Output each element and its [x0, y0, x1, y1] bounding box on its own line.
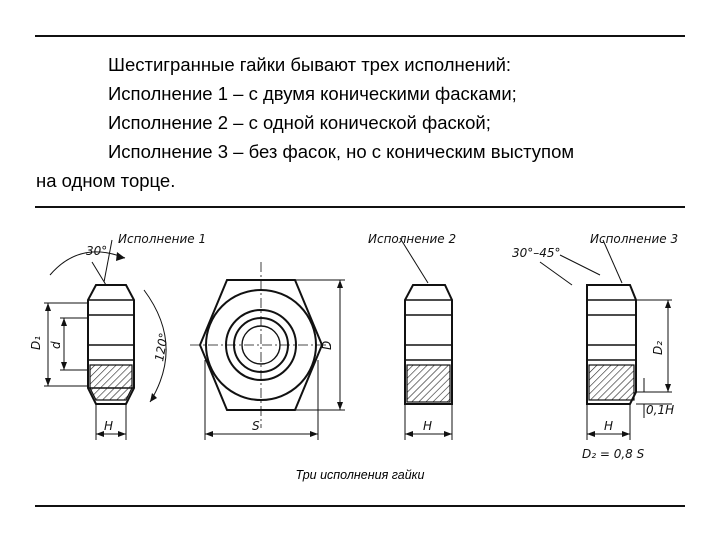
- nut-variant-1: Исполнение 1 30° D₁ d H: [29, 232, 206, 440]
- dim-D2-formula: D₂ = 0,8 S: [582, 447, 645, 461]
- nut-top-view: D S: [190, 262, 345, 440]
- top-rule: [35, 35, 685, 37]
- text-line-5: на одном торце.: [36, 170, 176, 191]
- figure-caption: Три исполнения гайки: [295, 468, 425, 482]
- dim-H-label-3: H: [604, 419, 613, 433]
- variant-3-title: Исполнение 3: [590, 232, 678, 246]
- description-text: Шестигранные гайки бывают трех исполнени…: [36, 50, 686, 195]
- text-line-1: Шестигранные гайки бывают трех исполнени…: [108, 54, 512, 75]
- dim-D2-label: D₂: [651, 341, 665, 355]
- dim-d-label: d: [49, 341, 63, 349]
- angle-30-label: 30°: [86, 244, 107, 258]
- text-line-4: Исполнение 3 – без фасок, но с конически…: [108, 141, 575, 162]
- nut-variant-2: Исполнение 2 H: [368, 232, 456, 440]
- variant-1-title: Исполнение 1: [118, 232, 206, 246]
- variant-2-title: Исполнение 2: [368, 232, 456, 246]
- dim-S-label: S: [252, 419, 260, 433]
- bottom-rule: [35, 505, 685, 507]
- text-line-2: Исполнение 1 – с двумя коническими фаска…: [108, 83, 517, 104]
- dim-H-label-1: H: [104, 419, 113, 433]
- dim-D1-label: D₁: [29, 336, 43, 350]
- dim-01H-label: 0,1H: [646, 403, 674, 417]
- dim-H-label-2: H: [423, 419, 432, 433]
- text-line-3: Исполнение 2 – с одной конической фаской…: [108, 112, 491, 133]
- angle-120-label: 120°: [152, 332, 171, 363]
- nut-variant-3: Исполнение 3 30°–45° D₂ 0,1H H D₂ = 0,8 …: [512, 232, 678, 461]
- dim-D-label: D: [320, 341, 334, 350]
- middle-rule: [35, 206, 685, 208]
- angle-30-45-label: 30°–45°: [512, 246, 561, 260]
